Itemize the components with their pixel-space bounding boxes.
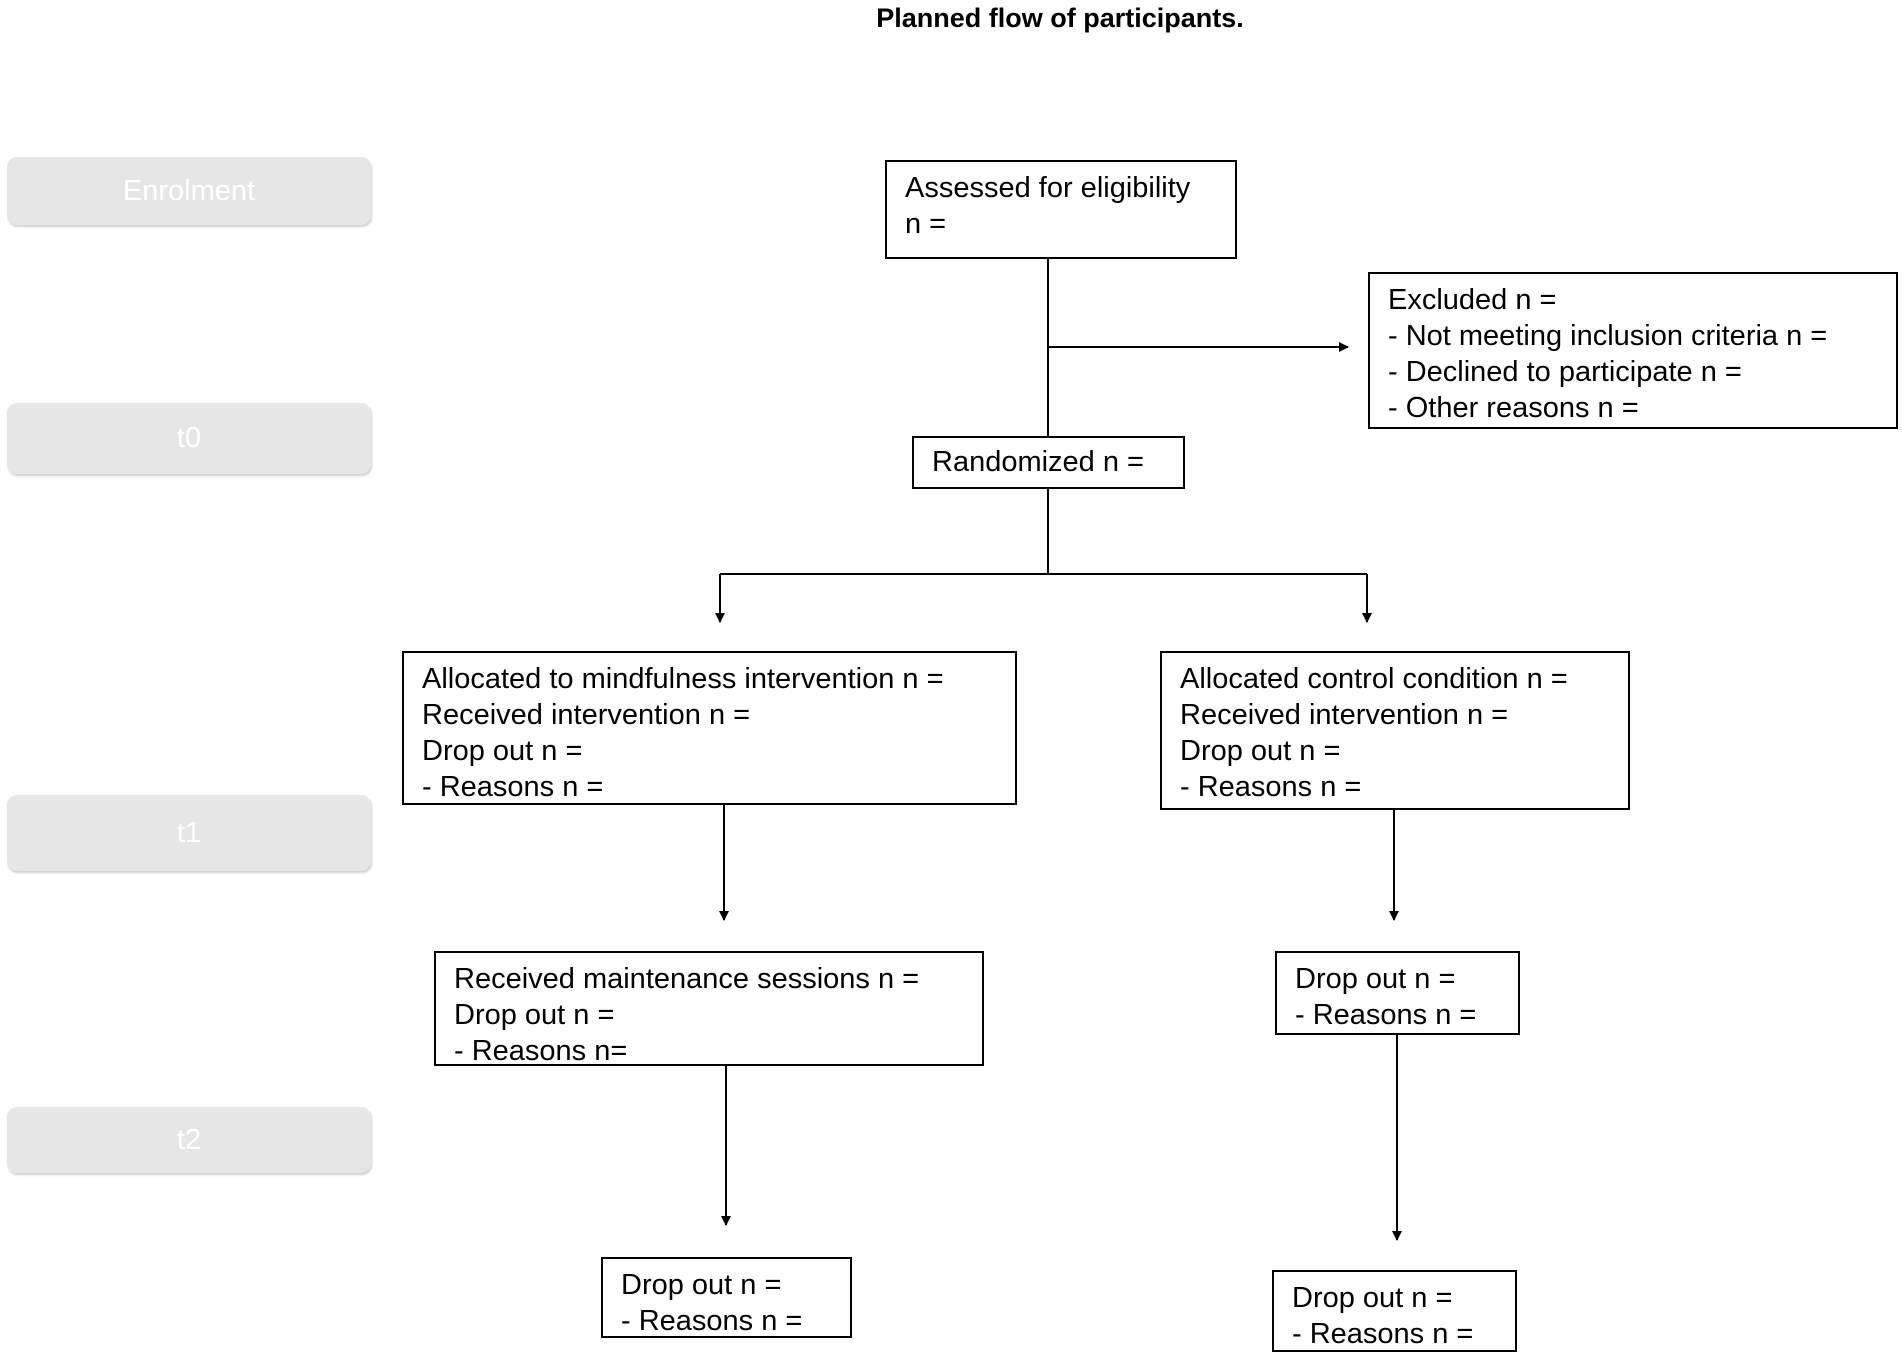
box-mindfulness-t2-dropout: Drop out n = - Reasons n = [601, 1257, 852, 1338]
mind-t2-dropout-line1: Drop out n = [621, 1269, 782, 1301]
mindfulness-line3: Drop out n = [422, 735, 583, 767]
stage-t0: t0 [7, 403, 371, 474]
randomized-line1: Randomized n = [932, 446, 1144, 478]
stage-t2: t2 [7, 1107, 371, 1173]
box-mindfulness-allocation: Allocated to mindfulness intervention n … [402, 651, 1017, 805]
excluded-line1: Excluded n = [1388, 284, 1557, 316]
box-randomized: Randomized n = [912, 436, 1185, 489]
stage-enrolment: Enrolment [7, 157, 371, 225]
excluded-line2: - Not meeting inclusion criteria n = [1388, 320, 1828, 352]
mind-t2-dropout-line2: - Reasons n = [621, 1305, 803, 1337]
box-control-t2-dropout: Drop out n = - Reasons n = [1272, 1270, 1517, 1352]
mindfulness-line2: Received intervention n = [422, 699, 751, 731]
excluded-line4: - Other reasons n = [1388, 392, 1639, 424]
assessed-line1: Assessed for eligibility [905, 172, 1191, 204]
control-line2: Received intervention n = [1180, 699, 1509, 731]
box-maintenance-sessions: Received maintenance sessions n = Drop o… [434, 951, 984, 1067]
excluded-line3: - Declined to participate n = [1388, 356, 1742, 388]
maintenance-line1: Received maintenance sessions n = [454, 963, 920, 995]
stage-t1: t1 [7, 795, 371, 871]
control-t2-dropout-line1: Drop out n = [1292, 1282, 1453, 1314]
control-line1: Allocated control condition n = [1180, 663, 1568, 695]
diagram-title: Planned flow of participants. [876, 3, 1244, 33]
mindfulness-line4: - Reasons n = [422, 771, 604, 803]
box-assessed-eligibility: Assessed for eligibility n = [885, 160, 1237, 259]
control-t1-dropout-line1: Drop out n = [1295, 963, 1456, 995]
box-control-allocation: Allocated control condition n = Received… [1160, 651, 1630, 810]
control-t1-dropout-line2: - Reasons n = [1295, 999, 1477, 1031]
mindfulness-line1: Allocated to mindfulness intervention n … [422, 663, 944, 695]
control-t2-dropout-line2: - Reasons n = [1292, 1318, 1474, 1350]
box-control-t1-dropout: Drop out n = - Reasons n = [1275, 951, 1520, 1035]
control-line3: Drop out n = [1180, 735, 1341, 767]
assessed-line2: n = [905, 208, 947, 240]
control-line4: - Reasons n = [1180, 771, 1362, 803]
box-excluded: Excluded n = - Not meeting inclusion cri… [1368, 272, 1898, 429]
maintenance-line3: - Reasons n= [454, 1035, 628, 1067]
maintenance-line2: Drop out n = [454, 999, 615, 1031]
